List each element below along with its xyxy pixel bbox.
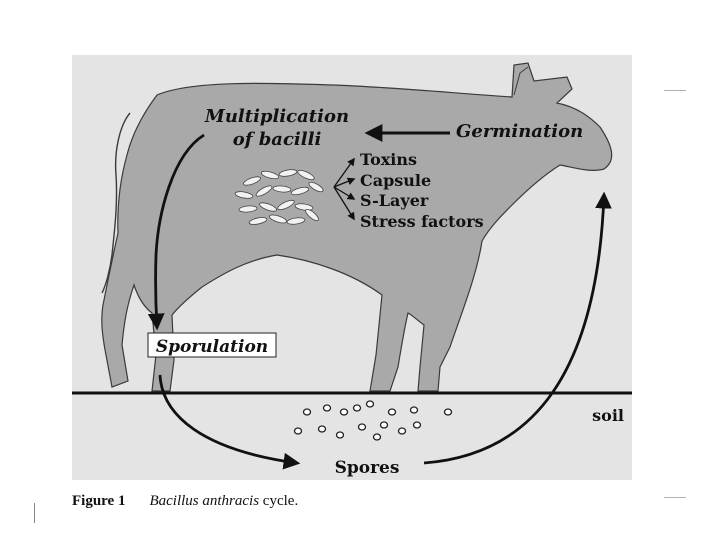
left-edge-tick <box>34 503 35 523</box>
right-dash-top <box>664 90 686 91</box>
germination-label: Germination <box>456 121 583 142</box>
anthrax-cycle-diagram: Multiplication of bacilli Germination To… <box>72 62 632 478</box>
factor-arrows <box>333 157 356 221</box>
sporulation-label: Sporulation <box>156 337 268 357</box>
sporulation-box <box>147 332 277 358</box>
species-name: Bacillus anthracis <box>149 493 260 509</box>
s-layer-label: S-Layer <box>360 191 429 210</box>
toxins-label: Toxins <box>360 150 417 169</box>
spore-dots-icon <box>293 400 453 441</box>
sporulation-arrow <box>147 133 205 331</box>
stress-factors-label: Stress factors <box>360 212 484 231</box>
right-dash-bottom <box>664 497 686 498</box>
figure-caption: Figure 1 Bacillus anthracis cycle. <box>72 493 298 510</box>
bacilli-cluster-icon <box>234 169 324 225</box>
cow-silhouette-icon <box>101 62 613 392</box>
to-spores-arrow <box>158 374 301 470</box>
figure-number: Figure 1 <box>72 493 126 509</box>
of-bacilli-label: of bacilli <box>233 129 322 150</box>
spores-label: Spores <box>335 458 400 478</box>
figure-panel: Multiplication of bacilli Germination To… <box>72 55 632 480</box>
multiplication-label: Multiplication <box>204 106 349 127</box>
capsule-label: Capsule <box>360 171 431 190</box>
soil-label: soil <box>592 406 624 425</box>
caption-suffix: cycle. <box>259 493 299 509</box>
